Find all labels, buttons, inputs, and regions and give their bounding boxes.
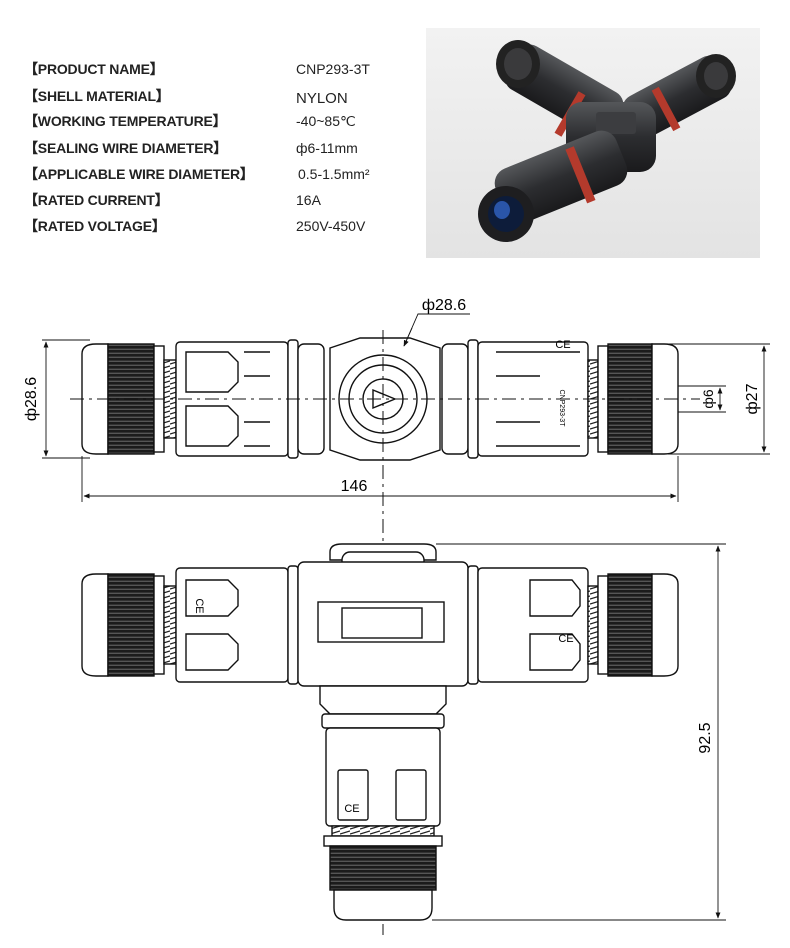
spec-value: 250V-450V (296, 218, 366, 234)
side-right-thread (587, 585, 599, 665)
spec-value: -40~85℃ (296, 113, 356, 129)
down-arm-thread (331, 825, 435, 837)
side-right-knurled-nut (607, 573, 653, 677)
top-ce-mark: CE (555, 339, 570, 351)
down-arm-latch-right (395, 769, 427, 821)
dim-overall-height: 92.5 (697, 722, 714, 753)
top-dimensions (42, 313, 770, 502)
spec-value: CNP293-3T (296, 61, 370, 77)
dim-left-diameter: ф28.6 (23, 377, 40, 421)
side-right-latch-lower (529, 633, 581, 671)
side-left-latch-upper (185, 579, 239, 617)
spec-label: 【PRODUCT NAME】 (24, 61, 164, 77)
spec-value: 16A (296, 192, 321, 208)
down-arm-nut-rim (323, 835, 443, 847)
spec-label: 【APPLICABLE WIRE DIAMETER】 (24, 166, 254, 182)
down-arm-knurled-nut (329, 845, 437, 891)
down-arm-seal-ring (321, 713, 445, 729)
dim-center-diameter: ф28.6 (422, 297, 466, 314)
dim-gland-diameter: ф27 (744, 383, 761, 414)
left-latch-lower (185, 405, 239, 447)
down-arm-shoulder (319, 685, 447, 715)
spec-label: 【RATED VOLTAGE】 (24, 218, 166, 234)
top-model-code: CNP293-3T (558, 390, 565, 428)
side-left-ce-mark: CE (193, 598, 205, 613)
technical-drawing: CE CNP293-3T ф28.6 ф27 ф6 146 ф28.6 (23, 297, 770, 935)
down-arm-ce-mark: CE (344, 803, 359, 815)
side-left-seal-ring (287, 565, 299, 685)
down-arm-end-cap (333, 889, 433, 921)
spec-label: 【SEALING WIRE DIAMETER】 (24, 140, 228, 156)
spec-label: 【RATED CURRENT】 (24, 192, 169, 208)
spec-value: 0.5-1.5mm² (298, 166, 370, 182)
left-latch-upper (185, 351, 239, 393)
dim-cable-diameter: ф6 (700, 389, 716, 409)
photo-arm-lower (478, 130, 628, 242)
side-left-thread (163, 585, 177, 665)
spec-value: ф6-11mm (296, 140, 358, 156)
side-right-latch-upper (529, 579, 581, 617)
side-center-window-inner (341, 607, 423, 639)
spec-value: NYLON (296, 90, 348, 107)
dim-overall-length: 146 (341, 478, 368, 495)
side-left-knurled-nut (107, 573, 155, 677)
side-view (81, 543, 679, 921)
side-dimensions (432, 543, 726, 921)
side-left-end-cap (81, 573, 109, 677)
spec-label: 【SHELL MATERIAL】 (24, 88, 170, 104)
side-left-latch-lower (185, 633, 239, 671)
side-right-end-cap (651, 573, 679, 677)
down-arm-latch-left (337, 769, 369, 821)
spec-label: 【WORKING TEMPERATURE】 (24, 113, 227, 129)
side-right-seal-ring (467, 565, 479, 685)
side-right-ce-mark: CE (558, 633, 573, 645)
product-photo (426, 28, 760, 258)
side-right-nut-rim (597, 575, 609, 675)
side-left-nut-rim (153, 575, 165, 675)
top-view (81, 337, 679, 461)
